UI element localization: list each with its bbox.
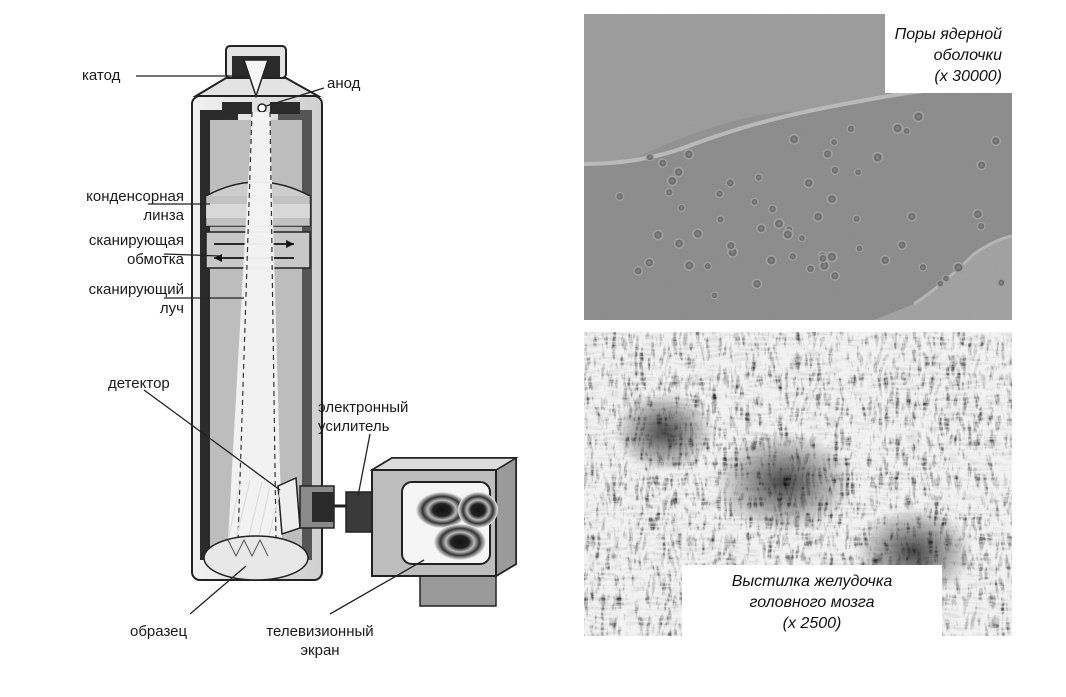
label-condenser-lens-line1: конденсорная bbox=[86, 188, 184, 205]
caption-nuclear-pores-line2: оболочки bbox=[933, 47, 1002, 64]
label-scan-coil-line2: обмотка bbox=[126, 251, 184, 268]
photo-ventricle-lining: Выстилка желудочка головного мозга (x 25… bbox=[584, 332, 1012, 636]
caption-ventricle-lining-line3: (x 2500) bbox=[782, 615, 842, 632]
label-condenser-lens-line2: линза bbox=[143, 207, 184, 224]
label-scan-beam-line2: луч bbox=[159, 300, 184, 317]
label-tv-screen: телевизионный экран bbox=[250, 622, 390, 660]
leader-lines bbox=[136, 75, 425, 615]
detector bbox=[227, 476, 301, 541]
caption-nuclear-pores-line1: Поры ядерной bbox=[894, 26, 1002, 43]
electron-beam bbox=[228, 111, 282, 541]
photo-nuclear-pores: Поры ядерной оболочки (x 30000) bbox=[584, 14, 1012, 320]
label-tv-screen-line1: телевизионный bbox=[266, 623, 374, 640]
caption-nuclear-pores-line3: (x 30000) bbox=[934, 68, 1002, 85]
label-scan-coil-line1: сканирующая bbox=[88, 232, 184, 249]
caption-ventricle-lining-line2: головного мозга bbox=[749, 594, 875, 611]
label-cathode: катод bbox=[82, 67, 121, 84]
caption-ventricle-lining: Выстилка желудочка головного мозга (x 25… bbox=[682, 565, 942, 636]
label-scan-beam: сканирующий луч bbox=[60, 280, 184, 318]
label-amplifier-line1: электронный bbox=[318, 399, 409, 416]
label-detector: детектор bbox=[108, 375, 170, 392]
amplifier bbox=[299, 485, 375, 533]
tv-monitor bbox=[369, 456, 519, 607]
caption-nuclear-pores: Поры ядерной оболочки (x 30000) bbox=[884, 14, 1012, 93]
caption-ventricle-lining-line1: Выстилка желудочка bbox=[731, 573, 893, 590]
label-amplifier-line2: усилитель bbox=[318, 418, 390, 435]
label-scan-beam-line1: сканирующий bbox=[88, 281, 184, 298]
label-amplifier: электронный усилитель bbox=[318, 398, 408, 436]
label-scan-coil: сканирующая обмотка bbox=[60, 231, 184, 269]
sample bbox=[203, 535, 309, 581]
label-anode: анод bbox=[327, 75, 361, 92]
sem-diagram: катод анод конденсорная линза сканирующа… bbox=[60, 45, 519, 660]
microscope-illustration bbox=[136, 45, 519, 615]
label-tv-screen-line2: экран bbox=[300, 642, 340, 659]
label-sample: образец bbox=[130, 623, 188, 640]
label-condenser-lens: конденсорная линза bbox=[60, 187, 184, 225]
